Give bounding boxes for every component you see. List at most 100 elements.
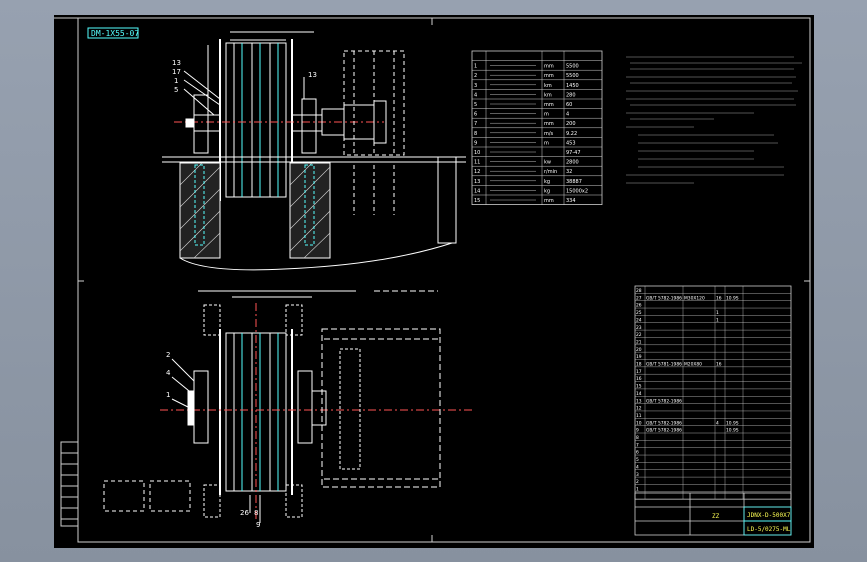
parts-cell-no: 1 (636, 486, 639, 492)
parts-cell-name: M30X120 (684, 295, 705, 301)
params-cell: 334 (566, 198, 576, 204)
params-cell: 4 (566, 112, 569, 118)
parts-cell-no: 27 (636, 295, 642, 301)
params-cell: 15000x2 (566, 188, 588, 194)
parts-cell-no: 2 (636, 479, 639, 485)
parts-cell-no: 13 (636, 398, 642, 404)
params-cell: 38887 (566, 179, 582, 185)
parts-cell-no: 10 (636, 420, 642, 426)
parts-cell-no: 18 (636, 362, 642, 368)
params-cell: kg (544, 188, 550, 194)
sheet-border (77, 17, 811, 543)
params-cell: 7 (474, 121, 477, 127)
code-stamp: DM-1X55-07 (87, 27, 139, 39)
parts-cell-no: 5 (636, 457, 639, 463)
parts-cell-no: 17 (636, 369, 642, 375)
elevation-view (162, 31, 466, 271)
parts-cell-no: 6 (636, 450, 639, 456)
params-cell: 6 (474, 112, 477, 118)
params-cell: 13 (474, 179, 480, 185)
svg-text:JDNX-D-500X7: JDNX-D-500X7 (747, 512, 791, 519)
parts-cell-no: 15 (636, 384, 642, 390)
parts-cell-no: 23 (636, 325, 642, 331)
svg-text:13: 13 (172, 59, 181, 67)
params-cell: 11 (474, 160, 480, 166)
elevation-callouts: 13 17 1 5 13 (172, 59, 317, 94)
params-cell: 8 (474, 131, 477, 137)
params-cell: 15 (474, 198, 480, 204)
parts-cell-no: 4 (636, 464, 639, 470)
params-cell: 4 (474, 92, 477, 98)
params-cell: 10 (474, 150, 480, 156)
svg-text:1: 1 (166, 391, 170, 399)
parts-cell-no: 22 (636, 332, 642, 338)
params-cell: kg (544, 179, 550, 185)
parts-cell-note: 10.9S (726, 428, 739, 434)
params-cell: km (544, 83, 552, 89)
plan-callouts: 2 4 1 26 8 9 (166, 351, 260, 529)
params-cell: mm (544, 198, 554, 204)
parts-cell-no: 24 (636, 317, 642, 323)
params-cell: mm (544, 121, 554, 127)
parts-cell-code: GB/T 5782-1986 (646, 398, 682, 404)
parts-cell-code: GB/T 5782-1986 (646, 295, 682, 301)
parts-cell-no: 28 (636, 288, 642, 294)
parts-cell-no: 3 (636, 472, 639, 478)
params-cell: 200 (566, 121, 576, 127)
params-cell: kw (544, 160, 551, 166)
svg-text:2: 2 (166, 351, 170, 359)
parts-cell-qty: 16 (716, 362, 722, 368)
params-cell: mm (544, 102, 554, 108)
parts-cell-qty: 4 (716, 420, 719, 426)
params-cell: 453 (566, 140, 576, 146)
drawing-sheet[interactable]: DM-1X55-07 (54, 15, 814, 548)
svg-text:4: 4 (166, 369, 171, 377)
params-cell: 280 (566, 92, 576, 98)
svg-text:17: 17 (172, 68, 181, 76)
params-cell: 97-47 (566, 150, 581, 156)
svg-text:5: 5 (174, 86, 178, 94)
params-cell: 14 (474, 188, 480, 194)
parts-cell-note: 10.9S (726, 295, 739, 301)
params-cell: 12 (474, 169, 480, 175)
plan-view (103, 290, 474, 523)
svg-text:13: 13 (308, 71, 317, 79)
parts-cell-no: 21 (636, 339, 642, 345)
parts-cell-no: 26 (636, 303, 642, 309)
params-cell: r/min (544, 169, 557, 175)
title-block (634, 492, 792, 536)
svg-text:ZZ: ZZ (712, 513, 720, 520)
parts-cell-name: M20X80 (684, 362, 702, 368)
parts-cell-no: 8 (636, 435, 639, 441)
params-cell: km (544, 92, 552, 98)
svg-text:1: 1 (174, 77, 178, 85)
params-cell: 5 (474, 102, 477, 108)
params-cell: 1 (474, 64, 477, 70)
parts-cell-no: 12 (636, 406, 642, 412)
parts-cell-qty: 1 (716, 310, 719, 316)
params-cell: 32 (566, 169, 572, 175)
params-cell: 2 (474, 73, 477, 79)
parts-cell-code: GB/T 5781-1986 (646, 362, 682, 368)
parts-cell-no: 9 (636, 428, 639, 434)
parts-cell-no: 11 (636, 413, 642, 419)
params-cell: 5500 (566, 73, 579, 79)
svg-text:LD-5/0275-ML: LD-5/0275-ML (747, 526, 791, 533)
parts-cell-qty: 16 (716, 295, 722, 301)
params-cell: 1450 (566, 83, 579, 89)
params-cell: 9 (474, 140, 477, 146)
parts-cell-no: 16 (636, 376, 642, 382)
parts-cell-no: 14 (636, 391, 642, 397)
params-cell: m (544, 140, 549, 146)
params-cell: 2800 (566, 160, 579, 166)
parts-cell-no: 20 (636, 347, 642, 353)
parts-cell-qty: 1 (716, 317, 719, 323)
params-cell: 60 (566, 102, 572, 108)
svg-text:26: 26 (240, 509, 249, 517)
params-cell: 9.22 (566, 131, 577, 137)
params-cell: 5500 (566, 64, 579, 70)
parts-cell-no: 7 (636, 442, 639, 448)
